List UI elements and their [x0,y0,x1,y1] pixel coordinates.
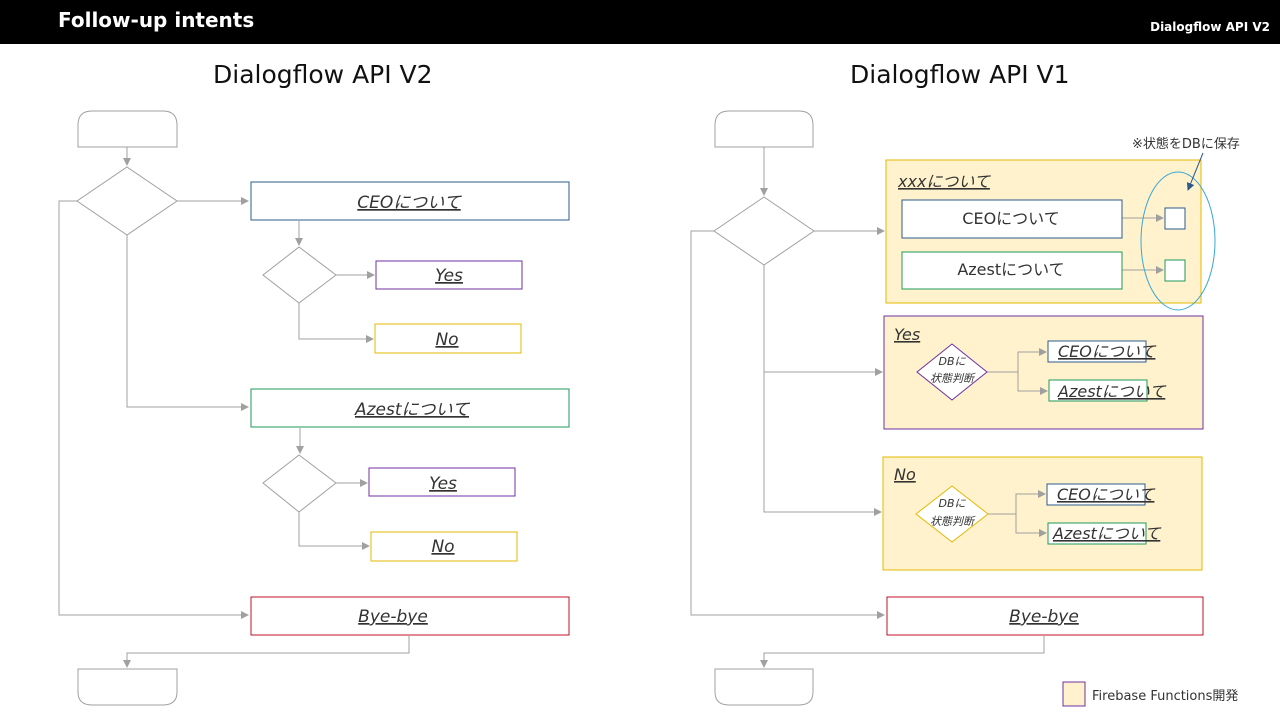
v1-yes-ceo-box [1047,340,1147,363]
v1-db-save-circle [1140,171,1216,311]
v1-yes-db-line2: 状態判断 [930,372,976,385]
v1-no-ceo-box [1046,483,1146,506]
v2-ceo-no-label: No [435,330,458,350]
v1-no-ceo-label: CEOについて [1057,485,1156,504]
v2-azest-yes-box [368,467,516,497]
v1-no-azest-label: Azestについて [1052,524,1162,543]
v1-bye-box [886,596,1204,636]
v1-no-azest-box [1047,522,1147,545]
v1-yes-azest-label: Azestについて [1057,382,1167,401]
v1-end-terminal [714,668,814,706]
slide-title: Follow-up intents [58,8,255,32]
v2-ceo-no-box [374,323,522,354]
v2-azest-yes-label: Yes [429,474,457,494]
v2-ceo-yes-box [375,260,523,290]
v1-yes-azest-box [1048,379,1148,402]
v1-no-label: No [894,465,916,484]
title-bar: Follow-up intents Dialogflow API V2 [0,0,1280,44]
v1-no-db-line2: 状態判断 [930,515,976,528]
legend-swatch [1062,681,1086,707]
v1-xxx-azest-box [901,251,1123,290]
v2-ceo-yes-label: Yes [435,266,463,286]
v1-xxx-ceo-box [901,199,1123,239]
v2-ceo-box [250,181,570,221]
v1-xxx-label: xxxについて [897,172,992,191]
v1-yes-label: Yes [894,325,920,344]
v1-no-decision [915,485,989,543]
v1-header: Dialogflow API V1 [850,60,1070,89]
v2-header: Dialogflow API V2 [213,60,433,89]
v1-start-terminal [714,110,814,148]
v2-bye-box [250,596,570,636]
v1-xxx-azest-label: Azestについて [957,260,1064,279]
v1-note: ※状態をDBに保存 [1132,136,1240,152]
v1-save-box-azest [1164,259,1186,282]
legend-label: Firebase Functions開発 [1092,689,1239,704]
v2-azest-decision [262,454,337,513]
v1-bye-label: Bye-bye [1009,607,1079,627]
v1-save-box-ceo [1164,207,1186,230]
v1-note-arrow [1186,152,1204,191]
v1-yes-decision [916,343,988,401]
v2-start-terminal [77,110,178,148]
v2-end-terminal [77,668,178,706]
v2-ceo-decision [262,246,337,304]
v2-azest-no-label: No [431,537,454,557]
v2-main-decision [76,166,178,236]
v2-ceo-label: CEOについて [357,193,462,213]
v1-main-decision [713,196,815,266]
v1-no-db-line1: DBに [938,497,966,510]
v2-azest-label: Azestについて [354,400,471,420]
slide-tag: Dialogflow API V2 [1150,20,1270,34]
v2-azest-box [250,388,570,428]
v2-bye-label: Bye-bye [358,607,428,627]
v1-yes-db-line1: DBに [938,355,966,368]
v1-xxx-ceo-label: CEOについて [962,209,1059,228]
v1-yes-ceo-label: CEOについて [1058,342,1157,361]
v2-azest-no-box [370,531,518,562]
